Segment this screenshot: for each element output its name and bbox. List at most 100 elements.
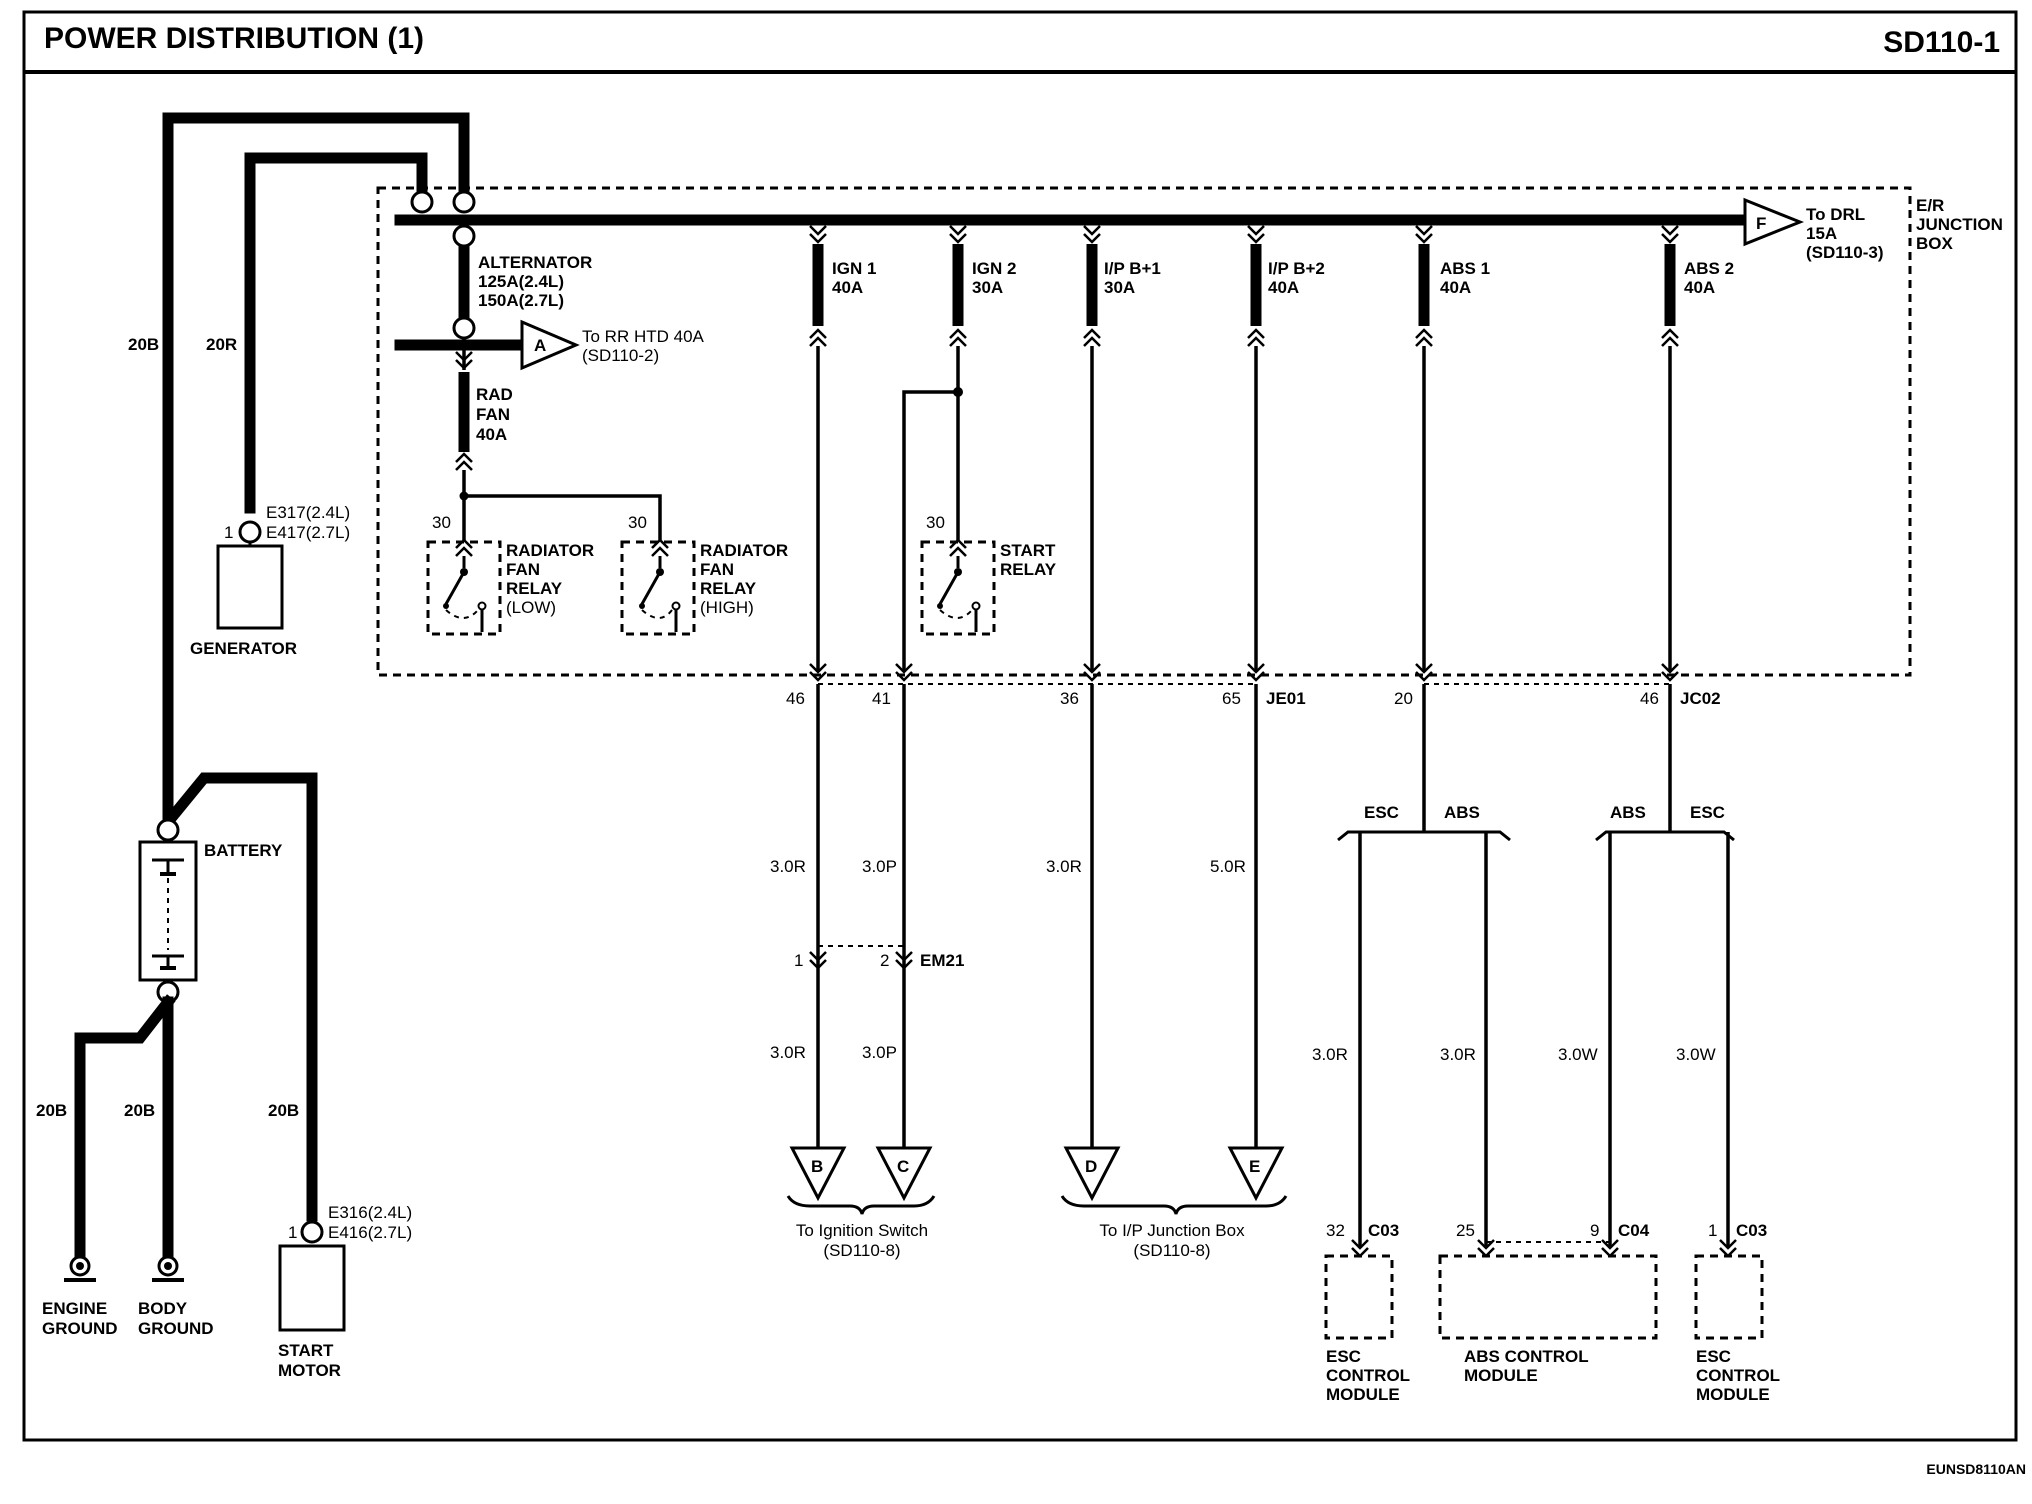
body-ground-symbol	[152, 1255, 184, 1282]
svg-text:RADIATOR: RADIATOR	[700, 541, 788, 560]
svg-text:RELAY: RELAY	[506, 579, 563, 598]
split-abs1	[1337, 830, 1511, 842]
c04-pin-25: 25	[1456, 1221, 1475, 1240]
relay-low-pin: 30	[432, 513, 451, 532]
branch-esc-2: ESC	[1690, 803, 1725, 822]
wire-label-20b-top: 20B	[128, 335, 159, 354]
ip-junction-label: To I/P Junction Box (SD110-8)	[1099, 1221, 1245, 1260]
relay-high-label: RADIATOR FAN RELAY (HIGH)	[700, 541, 788, 617]
start-motor-conn-2: E416(2.7L)	[328, 1223, 412, 1242]
ignition-switch-label: To Ignition Switch (SD110-8)	[796, 1221, 928, 1260]
svg-text:BOX: BOX	[1916, 234, 1954, 253]
alternator-label: ALTERNATOR 125A(2.4L) 150A(2.7L)	[478, 253, 592, 310]
relay-high-pin: 30	[628, 513, 647, 532]
wire-label-ign2-upper: 3.0P	[862, 857, 897, 876]
svg-text:GROUND: GROUND	[138, 1319, 214, 1338]
svg-text:40A: 40A	[1440, 278, 1471, 297]
wire-label-ipb1: 3.0R	[1046, 857, 1082, 876]
svg-text:I/P B+1: I/P B+1	[1104, 259, 1161, 278]
svg-text:RAD: RAD	[476, 385, 513, 404]
generator-label: GENERATOR	[190, 639, 297, 658]
svg-text:FAN: FAN	[700, 560, 734, 579]
svg-text:JUNCTION: JUNCTION	[1916, 215, 2003, 234]
connector-a-arrow	[520, 319, 580, 371]
svg-text:(SD110-8): (SD110-8)	[1133, 1241, 1210, 1260]
svg-text:To I/P Junction Box: To I/P Junction Box	[1099, 1221, 1245, 1240]
svg-text:(SD110-3): (SD110-3)	[1806, 243, 1883, 262]
wire-label-20b-body: 20B	[124, 1101, 155, 1120]
engine-ground-label: ENGINE GROUND	[42, 1299, 118, 1338]
fuse-ipb1: I/P B+1 30A	[1083, 225, 1161, 347]
body-ground-label: BODY GROUND	[138, 1299, 214, 1338]
relay-fan-high	[620, 540, 696, 636]
svg-text:FAN: FAN	[476, 405, 510, 424]
svg-text:CONTROL: CONTROL	[1326, 1366, 1410, 1385]
connector-a-label: To RR HTD 40A (SD110-2)	[582, 327, 705, 365]
svg-text:E: E	[1249, 1157, 1260, 1176]
start-motor-terminal	[300, 1220, 324, 1244]
svg-text:BODY: BODY	[138, 1299, 188, 1318]
svg-text:(HIGH): (HIGH)	[700, 598, 754, 617]
wire-label-ign2-lower: 3.0P	[862, 1043, 897, 1062]
start-motor-box	[278, 1244, 346, 1332]
branch-abs-1: ABS	[1444, 803, 1480, 822]
start-motor-conn-1: E316(2.4L)	[328, 1203, 412, 1222]
conn-jc02: JC02	[1680, 689, 1721, 708]
svg-text:IGN 2: IGN 2	[972, 259, 1016, 278]
connector-d: D	[1063, 1146, 1121, 1202]
em21-pin-2: 2	[880, 951, 889, 970]
svg-text:ABS CONTROL: ABS CONTROL	[1464, 1347, 1589, 1366]
abs-module-label: ABS CONTROL MODULE	[1464, 1347, 1589, 1385]
generator-conn-1: E317(2.4L)	[266, 503, 350, 522]
footer-code: EUNSD8110AN	[1926, 1461, 2026, 1477]
svg-text:IGN 1: IGN 1	[832, 259, 876, 278]
wire-label-abs-left: 3.0R	[1440, 1045, 1476, 1064]
relay-low-label: RADIATOR FAN RELAY (LOW)	[506, 541, 594, 617]
fuse-ipb2: I/P B+2 40A	[1247, 225, 1325, 347]
rad-fan-label: RAD FAN 40A	[476, 385, 513, 444]
svg-text:GROUND: GROUND	[42, 1319, 118, 1338]
wire-label-ign1-lower: 3.0R	[770, 1043, 806, 1062]
fuse-abs1: ABS 1 40A	[1415, 225, 1490, 347]
c04: C04	[1618, 1221, 1650, 1240]
connector-e: E	[1227, 1146, 1285, 1202]
branch-esc-1: ESC	[1364, 803, 1399, 822]
esc-module-left	[1324, 1254, 1394, 1340]
svg-text:15A: 15A	[1806, 224, 1837, 243]
svg-text:ESC: ESC	[1696, 1347, 1731, 1366]
pin-46: 46	[786, 689, 805, 708]
alternator-terminal-top	[452, 224, 476, 248]
svg-text:ENGINE: ENGINE	[42, 1299, 107, 1318]
brace-ignition	[786, 1195, 936, 1215]
esc-module-right	[1694, 1254, 1764, 1340]
wire-20b-battery-feed	[162, 112, 470, 828]
wire-label-esc-right: 3.0W	[1676, 1045, 1716, 1064]
split-abs2	[1595, 830, 1735, 842]
generator-pin: 1	[224, 523, 233, 542]
svg-text:(SD110-8): (SD110-8)	[823, 1241, 900, 1260]
alternator-terminal-bottom	[452, 316, 476, 340]
svg-text:ALTERNATOR: ALTERNATOR	[478, 253, 592, 272]
svg-text:START: START	[1000, 541, 1056, 560]
svg-text:I/P B+2: I/P B+2	[1268, 259, 1325, 278]
svg-text:40A: 40A	[1268, 278, 1299, 297]
battery-label: BATTERY	[204, 841, 283, 860]
pin-41: 41	[872, 689, 891, 708]
page-code: SD110-1	[1883, 26, 2000, 59]
relay-start	[920, 540, 996, 636]
branch-abs-2: ABS	[1610, 803, 1646, 822]
svg-text:RELAY: RELAY	[1000, 560, 1057, 579]
box-connector-chevrons	[809, 663, 1679, 685]
wire-label-esc-left: 3.0R	[1312, 1045, 1348, 1064]
esc-module-right-label: ESC CONTROL MODULE	[1696, 1347, 1780, 1404]
generator-terminal	[238, 520, 262, 544]
pin-36: 36	[1060, 689, 1079, 708]
svg-text:ESC: ESC	[1326, 1347, 1361, 1366]
esc-module-left-label: ESC CONTROL MODULE	[1326, 1347, 1410, 1404]
module-connector-chevrons	[1351, 1239, 1737, 1258]
engine-ground-symbol	[64, 1255, 96, 1282]
svg-text:RELAY: RELAY	[700, 579, 757, 598]
connector-c: C	[875, 1146, 933, 1202]
svg-text:MODULE: MODULE	[1464, 1366, 1538, 1385]
